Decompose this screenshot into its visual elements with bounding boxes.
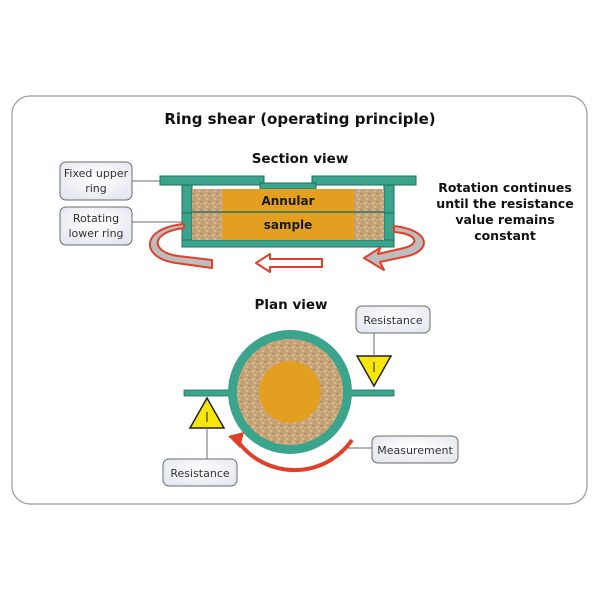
section-view-heading: Section view [252, 151, 349, 167]
rotating-lower-ring-label-1: Rotating [73, 212, 119, 225]
note-line-1: Rotation continues [438, 180, 572, 195]
sample-label-line2: sample [264, 218, 313, 232]
note-line-3: value remains [455, 212, 554, 227]
note-line-2: until the resistance [436, 196, 573, 211]
annular-sample-section [192, 189, 384, 240]
diagram-frame [11, 95, 588, 505]
rotation-note: Rotation continues until the resistance … [436, 180, 573, 243]
plan-view-heading: Plan view [255, 297, 328, 313]
rotation-arrow-icon [148, 223, 425, 273]
fixed-upper-ring-label-1: Fixed upper [64, 167, 129, 180]
resistance-bottom-label: Resistance [170, 467, 230, 480]
fixed-upper-ring-label-2: ring [85, 182, 107, 195]
measurement-callout: Measurement [348, 435, 459, 464]
measurement-label: Measurement [377, 444, 453, 457]
resistance-bottom-callout: Resistance [162, 428, 238, 487]
note-line-4: constant [474, 228, 536, 243]
sample-label-line1: Annular [261, 194, 314, 208]
resistance-top-label: Resistance [363, 314, 423, 327]
diagram-title: Ring shear (operating principle) [164, 110, 435, 128]
annular-sample-plan [228, 330, 352, 454]
rotating-lower-ring-callout: Rotating lower ring [59, 206, 182, 246]
fixed-upper-ring-callout: Fixed upper ring [59, 161, 160, 201]
rotating-lower-ring-label-2: lower ring [68, 227, 123, 240]
resistance-top-callout: Resistance [355, 305, 431, 356]
measurement-arrow-icon [228, 432, 354, 473]
